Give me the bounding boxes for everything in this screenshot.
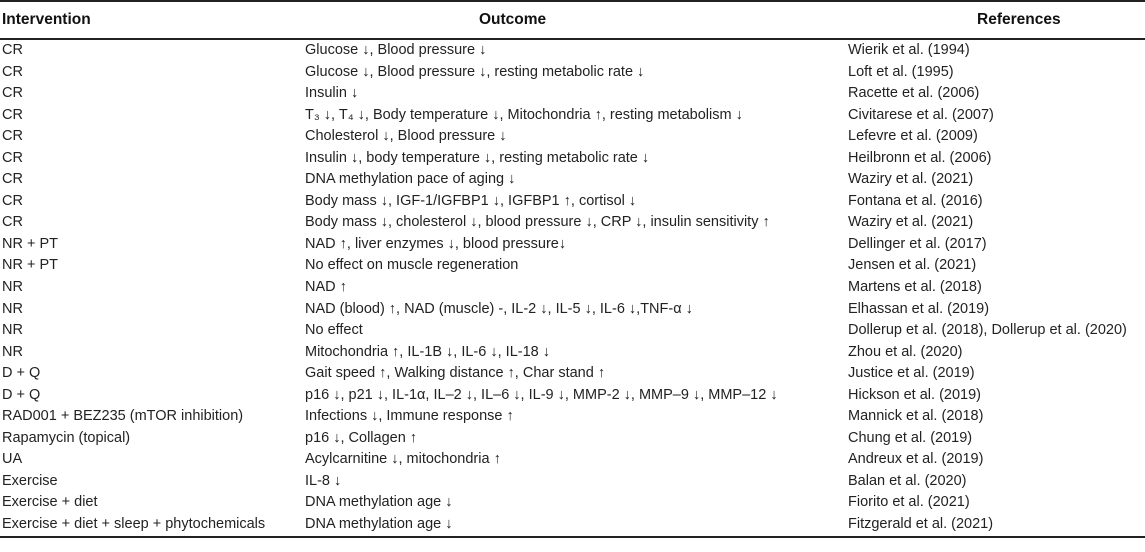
cell-outcome: Mitochondria ↑, IL-1B ↓, IL-6 ↓, IL-18 ↓ [305,343,550,360]
cell-outcome: NAD (blood) ↑, NAD (muscle) -, IL-2 ↓, I… [305,300,693,317]
cell-outcome: Glucose ↓, Blood pressure ↓ [305,42,487,58]
cell-intervention: NR [2,279,23,296]
cell-intervention: NR + PT [2,257,58,274]
table-row: Exercise + diet DNA methylation age ↓ Fior… [0,492,1145,514]
cell-intervention: Exercise + diet + sleep + phytochemicals [0,514,302,538]
cell-outcome: Glucose ↓, Blood pressure ↓, resting met… [305,63,645,80]
cell-intervention: Exercise + diet [2,494,98,511]
cell-outcome: Insulin ↓ [305,85,359,102]
table-row: CR DNA methylation pace of aging ↓ Waziry … [0,169,1145,191]
table-row: NR Mitochondria ↑, IL-1B ↓, IL-6 ↓, IL-18… [0,342,1145,364]
table-row: CR T₃ ↓, T₄ ↓, Body temperature ↓, Mitoch… [0,105,1145,127]
cell-reference: Civitarese et al. (2007) [848,106,994,123]
cell-outcome: T₃ ↓, T₄ ↓, Body temperature ↓, Mitochon… [305,106,743,123]
cell-reference: Balan et al. (2020) [848,472,967,489]
cell-reference: Zhou et al. (2020) [848,343,963,360]
table-row: NR NAD (blood) ↑, NAD (muscle) -, IL-2 ↓,… [0,299,1145,321]
table-row: D + Q p16 ↓, p21 ↓, IL-1α, IL–2 ↓, IL–6 ↓… [0,385,1145,407]
table-row: NR No effect Dollerup et al. (2018), Dolle… [0,320,1145,342]
cell-intervention: CR [2,128,23,145]
table-row: Rapamycin (topical) p16 ↓, Collagen ↑ Chun… [0,428,1145,450]
cell-reference: Fontana et al. (2016) [848,192,983,209]
table-row: RAD001 + BEZ235 (mTOR inhibition) Infecti… [0,406,1145,428]
cell-intervention: Rapamycin (topical) [2,429,131,446]
header-references: References [845,0,1145,40]
cell-outcome: NAD ↑ [305,279,347,296]
cell-intervention: NR + PT [2,235,58,252]
cell-intervention: Exercise [2,472,58,489]
cell-reference: Racette et al. (2006) [848,85,980,102]
table-row: CR Glucose ↓, Blood pressure ↓ Wierik et a… [0,39,1145,62]
cell-intervention: CR [2,171,23,188]
cell-intervention: RAD001 + BEZ235 (mTOR inhibition) [2,408,244,425]
cell-outcome: Acylcarnitine ↓, mitochondria ↑ [305,451,501,468]
table-row: UA Acylcarnitine ↓, mitochondria ↑ Andreux… [0,449,1145,471]
cell-outcome: Body mass ↓, IGF-1/IGFBP1 ↓, IGFBP1 ↑, c… [305,192,637,209]
cell-reference: Waziry et al. (2021) [848,214,974,231]
cell-reference: Heilbronn et al. (2006) [848,149,992,166]
header-intervention: Intervention [0,0,302,40]
cell-outcome: No effect on muscle regeneration [305,257,519,274]
cell-intervention: CR [2,85,23,102]
cell-reference: Fiorito et al. (2021) [848,494,970,511]
cell-intervention: D + Q [2,386,41,403]
table-row: CR Cholesterol ↓, Blood pressure ↓ Lefevre… [0,126,1145,148]
cell-reference: Martens et al. (2018) [848,279,982,296]
cell-intervention: CR [2,42,23,58]
table-row: NR + PT NAD ↑, liver enzymes ↓, blood pre… [0,234,1145,256]
cell-reference: Fitzgerald et al. (2021) [845,514,1145,538]
intervention-table: Intervention Outcome References CR Glucos… [0,0,1145,538]
cell-outcome: Cholesterol ↓, Blood pressure ↓ [305,128,507,145]
cell-intervention: NR [2,300,23,317]
cell-reference: Andreux et al. (2019) [848,451,984,468]
cell-outcome: p16 ↓, p21 ↓, IL-1α, IL–2 ↓, IL–6 ↓, IL-… [305,386,778,403]
cell-outcome: DNA methylation age ↓ [305,494,453,511]
table-row: CR Body mass ↓, cholesterol ↓, blood pres… [0,212,1145,234]
cell-reference: Hickson et al. (2019) [848,386,981,403]
table-row: CR Insulin ↓, body temperature ↓, resting… [0,148,1145,170]
cell-reference: Dellinger et al. (2017) [848,235,987,252]
cell-reference: Loft et al. (1995) [848,63,954,80]
cell-outcome: DNA methylation pace of aging ↓ [305,171,516,188]
cell-intervention: CR [2,192,23,209]
cell-reference: Mannick et al. (2018) [848,408,984,425]
cell-outcome: No effect [305,322,363,339]
cell-reference: Wierik et al. (1994) [848,42,970,58]
cell-intervention: CR [2,106,23,123]
cell-intervention: CR [2,214,23,231]
cell-intervention: D + Q [2,365,41,382]
cell-outcome: p16 ↓, Collagen ↑ [305,429,418,446]
cell-outcome: NAD ↑, liver enzymes ↓, blood pressure↓ [305,235,567,252]
table-row: NR + PT No effect on muscle regeneration J… [0,255,1145,277]
cell-reference: Chung et al. (2019) [848,429,973,446]
cell-reference: Waziry et al. (2021) [848,171,974,188]
table-row: CR Insulin ↓ Racette et al. (2006) [0,83,1145,105]
header-outcome: Outcome [302,0,845,40]
table-header-row: Intervention Outcome References [0,0,1145,40]
table-row: D + Q Gait speed ↑, Walking distance ↑, C… [0,363,1145,385]
table-row: NR NAD ↑ Martens et al. (2018) [0,277,1145,299]
cell-intervention: NR [2,322,23,339]
cell-intervention: CR [2,149,23,166]
cell-intervention: CR [2,63,23,80]
table-row: CR Glucose ↓, Blood pressure ↓, resting m… [0,62,1145,84]
table-row: CR Body mass ↓, IGF-1/IGFBP1 ↓, IGFBP1 ↑,… [0,191,1145,213]
cell-reference: Lefevre et al. (2009) [848,128,978,145]
table-row: Exercise + diet + sleep + phytochemicals… [0,514,1145,538]
cell-outcome: Infections ↓, Immune response ↑ [305,408,514,425]
cell-intervention: NR [2,343,23,360]
cell-reference: Dollerup et al. (2018), Dollerup et al. … [848,322,1127,339]
cell-reference: Elhassan et al. (2019) [848,300,990,317]
cell-outcome: Body mass ↓, cholesterol ↓, blood pressu… [305,214,770,231]
cell-outcome: IL-8 ↓ [305,472,342,489]
cell-outcome: DNA methylation age ↓ [302,514,845,538]
cell-reference: Justice et al. (2019) [848,365,975,382]
cell-reference: Jensen et al. (2021) [848,257,977,274]
table-row: Exercise IL-8 ↓ Balan et al. (2020) [0,471,1145,493]
cell-outcome: Gait speed ↑, Walking distance ↑, Char s… [305,365,606,382]
cell-outcome: Insulin ↓, body temperature ↓, resting m… [305,149,650,166]
table-body: CR Glucose ↓, Blood pressure ↓ Wierik et a… [0,39,1145,538]
cell-intervention: UA [2,451,23,468]
